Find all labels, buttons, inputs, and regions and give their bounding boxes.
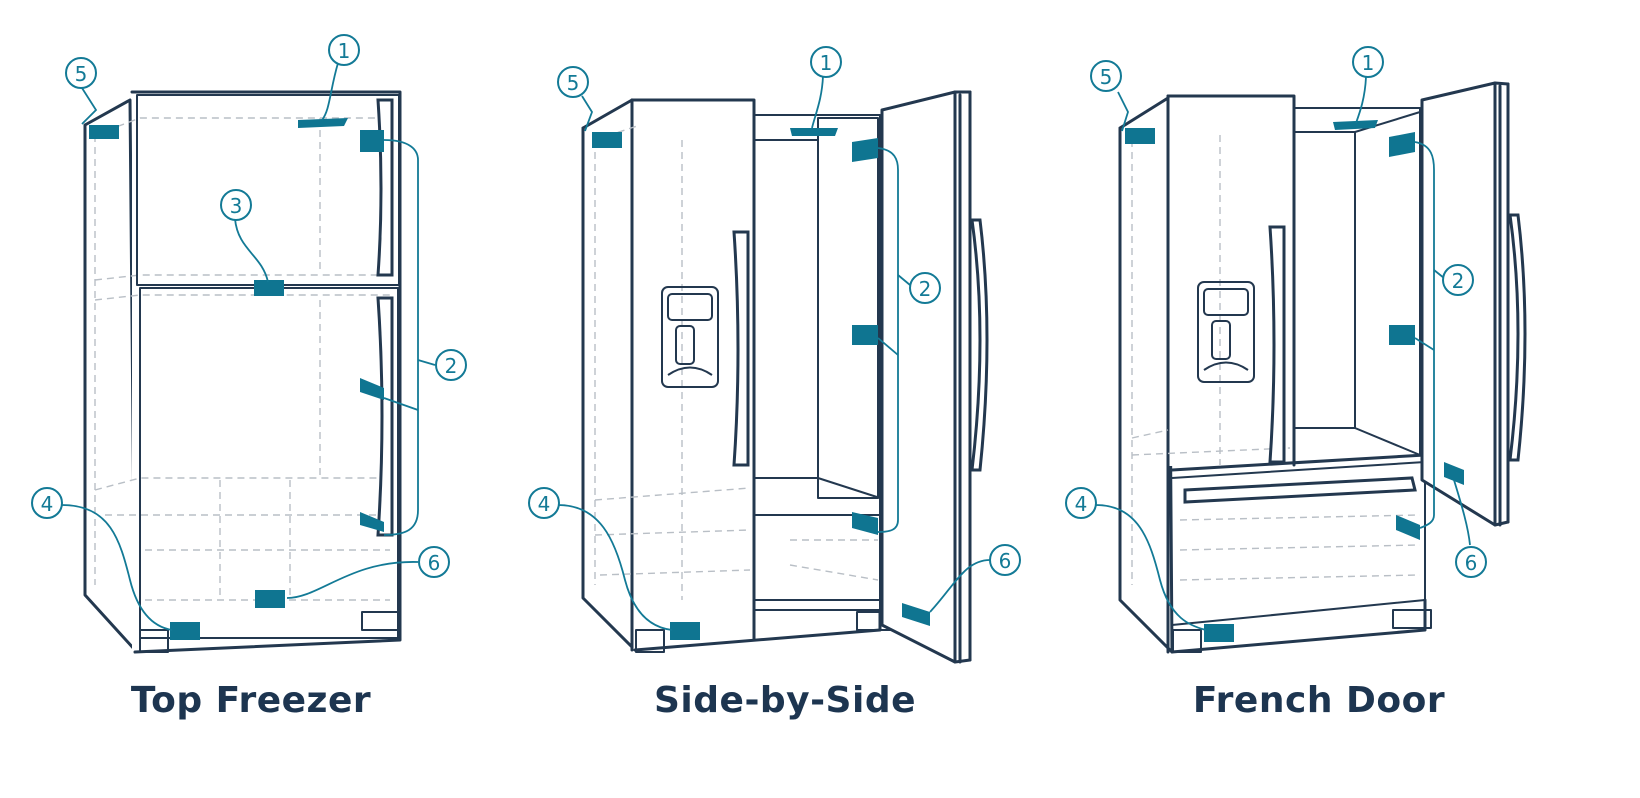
top-freezer-fridge <box>83 90 402 654</box>
marker-5-top-freezer: 5 <box>65 57 97 89</box>
top-freezer-leaders <box>61 62 436 631</box>
marker-4-french-door: 4 <box>1065 487 1097 519</box>
side-by-side-fridge <box>581 90 989 664</box>
marker-4-top-freezer: 4 <box>31 487 63 519</box>
french-door-fridge <box>1118 81 1527 654</box>
marker-3-top-freezer: 3 <box>220 189 252 221</box>
marker-1-french-door: 1 <box>1352 46 1384 78</box>
marker-4-side-by-side: 4 <box>528 487 560 519</box>
top-freezer-tags <box>89 118 384 640</box>
french-door-markers: 1 2 4 5 6 <box>1065 46 1487 578</box>
svg-text:4: 4 <box>1075 492 1088 516</box>
marker-5-french-door: 5 <box>1090 60 1122 92</box>
marker-6-french-door: 6 <box>1455 546 1487 578</box>
svg-text:4: 4 <box>538 492 551 516</box>
top-freezer-markers: 1 2 3 4 5 6 <box>31 34 467 578</box>
svg-text:6: 6 <box>428 551 441 575</box>
svg-text:3: 3 <box>230 194 243 218</box>
svg-text:5: 5 <box>1100 65 1113 89</box>
svg-text:5: 5 <box>75 62 88 86</box>
marker-6-top-freezer: 6 <box>418 546 450 578</box>
marker-6-side-by-side: 6 <box>989 544 1021 576</box>
svg-text:1: 1 <box>820 51 833 75</box>
french-door-tags <box>1125 120 1464 642</box>
svg-text:4: 4 <box>41 492 54 516</box>
svg-text:5: 5 <box>567 71 580 95</box>
svg-text:2: 2 <box>919 277 932 301</box>
french-door-leaders <box>1095 76 1471 631</box>
svg-text:6: 6 <box>999 549 1012 573</box>
side-by-side-tags <box>592 128 930 640</box>
side-by-side-leaders <box>557 75 991 631</box>
caption-side-by-side: Side-by-Side <box>653 680 917 721</box>
marker-2-french-door: 2 <box>1442 264 1474 296</box>
svg-text:1: 1 <box>1362 51 1375 75</box>
svg-text:2: 2 <box>1452 269 1465 293</box>
marker-2-top-freezer: 2 <box>435 349 467 381</box>
marker-1-side-by-side: 1 <box>810 46 842 78</box>
svg-text:2: 2 <box>445 354 458 378</box>
svg-text:1: 1 <box>338 39 351 63</box>
caption-french-door: French Door <box>1192 680 1446 721</box>
marker-1-top-freezer: 1 <box>328 34 360 66</box>
svg-text:6: 6 <box>1465 551 1478 575</box>
side-by-side-markers: 1 2 4 5 6 <box>528 46 1021 576</box>
marker-2-side-by-side: 2 <box>909 272 941 304</box>
caption-top-freezer: Top Freezer <box>130 680 372 721</box>
marker-5-side-by-side: 5 <box>557 66 589 98</box>
